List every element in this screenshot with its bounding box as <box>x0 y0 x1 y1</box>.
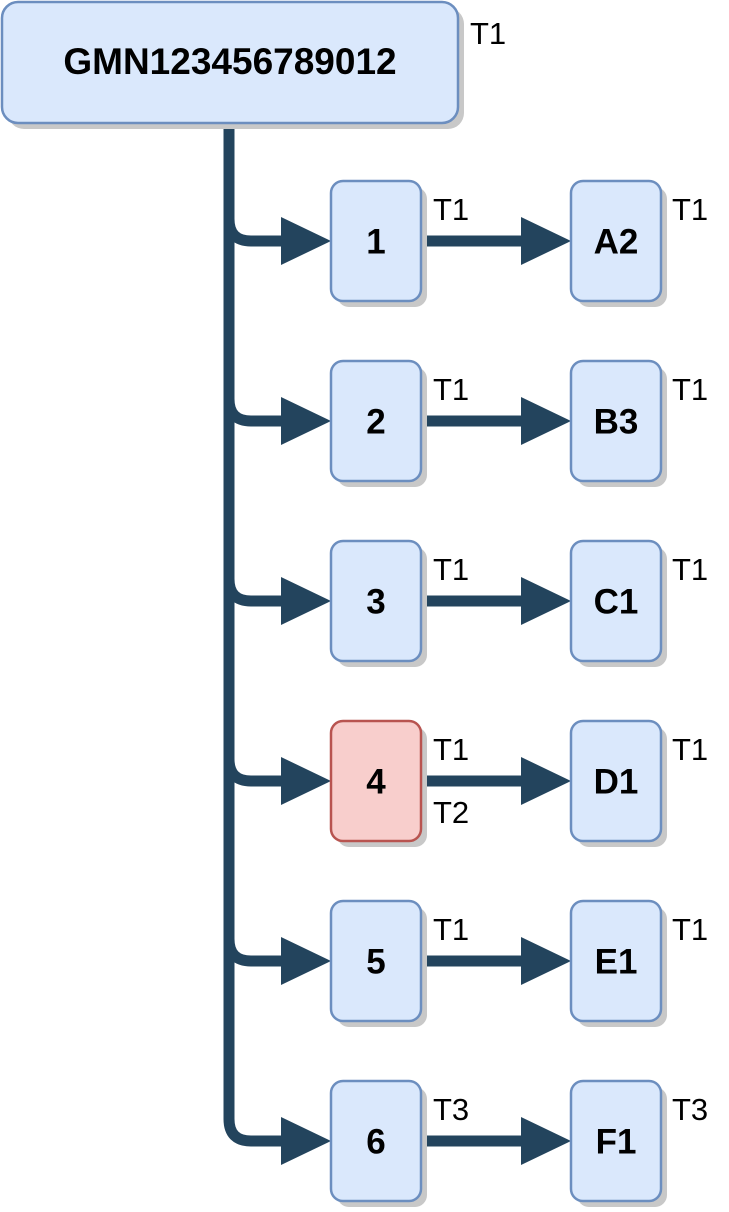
branch-arrowhead <box>281 397 331 445</box>
branch-node-6[interactable] <box>329 1079 423 1203</box>
branch-node-label: 6 <box>366 1122 385 1161</box>
link-arrowhead <box>521 217 571 265</box>
branch-tag-top: T1 <box>433 372 469 407</box>
branch-tag-bottom: T2 <box>433 795 469 830</box>
branch-connector <box>223 124 283 427</box>
target-tag: T1 <box>672 192 708 227</box>
branch-node-label: 1 <box>366 222 385 261</box>
target-node-label: D1 <box>594 762 639 801</box>
branch-tag-top: T1 <box>433 732 469 767</box>
branch-node-label: 3 <box>366 582 385 621</box>
target-node-label: F1 <box>596 1122 637 1161</box>
branch-arrowhead <box>281 937 331 985</box>
target-node-label: A2 <box>594 222 639 261</box>
branch-arrowhead <box>281 577 331 625</box>
target-tag: T3 <box>672 1092 708 1127</box>
target-node-A2[interactable] <box>569 179 663 303</box>
branch-tag-top: T1 <box>433 552 469 587</box>
target-tag: T1 <box>672 732 708 767</box>
target-node-C1[interactable] <box>569 539 663 663</box>
target-node-label: B3 <box>594 402 639 441</box>
link-arrowhead <box>521 937 571 985</box>
connector-layer <box>223 124 571 1165</box>
link-arrowhead <box>521 577 571 625</box>
branch-arrowhead <box>281 1117 331 1165</box>
target-tag: T1 <box>672 372 708 407</box>
node-layer: GMN123456789012 T1 1T1A2T12T1B3T13T1C1T1… <box>0 0 708 1207</box>
target-node-label: E1 <box>595 942 638 981</box>
branch-connector <box>223 124 283 1147</box>
link-arrowhead <box>521 757 571 805</box>
target-node-F1[interactable] <box>569 1079 663 1203</box>
target-node-E1[interactable] <box>569 899 663 1023</box>
root-node[interactable] <box>0 0 460 125</box>
branch-tag-top: T1 <box>433 912 469 947</box>
branch-node-3[interactable] <box>329 539 423 663</box>
root-node-label: GMN123456789012 <box>63 41 396 82</box>
root-node-tag: T1 <box>470 16 506 51</box>
branch-node-4[interactable] <box>329 719 423 843</box>
branch-tag-top: T1 <box>433 192 469 227</box>
branch-node-label: 4 <box>366 762 386 801</box>
branch-node-1[interactable] <box>329 179 423 303</box>
branch-node-label: 5 <box>366 942 385 981</box>
branch-node-label: 2 <box>366 402 385 441</box>
branch-node-2[interactable] <box>329 359 423 483</box>
link-arrowhead <box>521 1117 571 1165</box>
branch-node-5[interactable] <box>329 899 423 1023</box>
branch-connector <box>223 124 283 787</box>
target-tag: T1 <box>672 912 708 947</box>
target-tag: T1 <box>672 552 708 587</box>
branch-connector <box>223 124 283 247</box>
branch-connector <box>223 124 283 967</box>
target-node-B3[interactable] <box>569 359 663 483</box>
target-node-label: C1 <box>594 582 639 621</box>
branch-tag-top: T3 <box>433 1092 469 1127</box>
branch-arrowhead <box>281 217 331 265</box>
target-node-D1[interactable] <box>569 719 663 843</box>
branch-arrowhead <box>281 757 331 805</box>
link-arrowhead <box>521 397 571 445</box>
branch-connector <box>223 124 283 607</box>
